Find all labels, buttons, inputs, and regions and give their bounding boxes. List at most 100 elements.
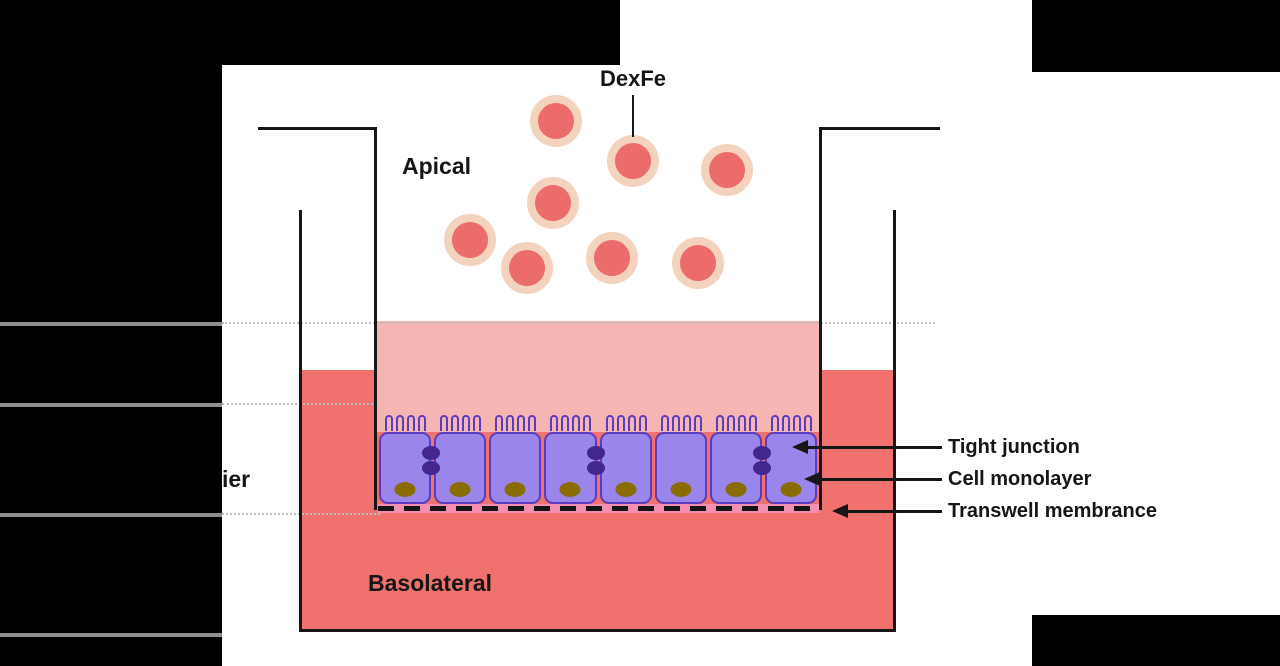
dexfe-nanoparticle [701,144,753,196]
cell-monolayer [378,404,819,504]
cell-body [764,432,817,504]
insert-flange-right [819,127,940,130]
cilium-icon [495,415,504,431]
guide-line-3 [0,513,222,517]
cilium-icon [528,415,537,431]
cilium-icon [792,415,801,431]
cilium-icon [550,415,559,431]
cell-nucleus [615,482,637,497]
cilium-icon [583,415,592,431]
microvilli-icon [433,415,488,432]
cell-body [434,432,487,504]
epithelial-cell [764,404,819,504]
black-region-top-right [1032,0,1280,72]
microvilli-icon [654,415,709,432]
apical-label: Apical [402,153,472,179]
black-region-bottom-right [1032,615,1280,666]
cilium-icon [462,415,471,431]
cell-monolayer-arrow-line [820,478,942,481]
microvilli-icon [709,415,764,432]
cilium-icon [627,415,636,431]
transwell-membrane-label: Transwell membrance [948,500,1157,522]
cilium-icon [748,415,757,431]
apical-medium-fill [377,321,819,432]
cilium-icon [737,415,746,431]
tight-junction-arrow-line [808,446,942,449]
insert-flange-left [258,127,377,130]
cilium-icon [396,415,405,431]
outer-wall-right [893,210,896,632]
tight-junction-arrow-icon [792,440,808,454]
cell-body [599,432,652,504]
dexfe-nanoparticle [586,232,638,284]
cell-nucleus [504,482,526,497]
cilium-icon [781,415,790,431]
tight-junction-icon [752,446,771,460]
transwell-membrane-arrow-line [848,510,942,513]
cilium-icon [616,415,625,431]
tight-junction-label: Tight junction [948,436,1080,458]
cilium-icon [561,415,570,431]
guide-line-2 [0,403,222,407]
tight-junction-icon [421,461,440,475]
cilium-icon [715,415,724,431]
guide-line-1 [0,322,222,326]
cilium-icon [572,415,581,431]
cell-nucleus [559,482,581,497]
epithelial-cell [488,404,543,504]
cell-monolayer-label: Cell monolayer [948,468,1092,490]
cilium-icon [440,415,449,431]
transwell-membrane-arrow-icon [832,504,848,518]
cell-monolayer-arrow-icon [804,472,820,486]
cilium-icon [803,415,812,431]
cell-body [489,432,542,504]
tight-junction-icon [586,461,605,475]
black-region-top-left [0,0,620,65]
microvilli-icon [543,415,598,432]
cilium-icon [506,415,515,431]
insert-wall-right [819,127,822,510]
microvilli-icon [764,415,819,432]
dexfe-pointer-line [632,95,634,137]
guide-line-4 [0,633,222,637]
dexfe-nanoparticle [530,95,582,147]
outer-wall-left [299,210,302,632]
cilium-icon [726,415,735,431]
cilium-icon [770,415,779,431]
cilium-icon [660,415,669,431]
black-region-left [0,65,222,666]
dexfe-nanoparticle [501,242,553,294]
cell-nucleus [449,482,471,497]
cilium-icon [693,415,702,431]
cilium-icon [407,415,416,431]
transwell-membrane-dashes [378,506,819,511]
epithelial-cell [599,404,654,504]
barrier-label-partial: ier [222,466,251,492]
cell-nucleus [394,482,416,497]
cilium-icon [638,415,647,431]
cilium-icon [473,415,482,431]
cilium-icon [605,415,614,431]
epithelial-cell [433,404,488,504]
tight-junction-icon [421,446,440,460]
vessel-bottom [299,629,896,632]
dexfe-nanoparticle [607,135,659,187]
dexfe-nanoparticle [444,214,496,266]
cell-body [654,432,707,504]
microvilli-icon [488,415,543,432]
dexfe-nanoparticle [527,177,579,229]
cilium-icon [385,415,394,431]
dotted-level-line-apical [222,322,935,324]
cell-nucleus [670,482,692,497]
cilium-icon [682,415,691,431]
cilium-icon [671,415,680,431]
dexfe-nanoparticle [672,237,724,289]
microvilli-icon [378,415,433,432]
cell-nucleus [780,482,802,497]
tight-junction-icon [586,446,605,460]
cilium-icon [517,415,526,431]
tight-junction-icon [752,461,771,475]
insert-wall-left [374,127,377,510]
cell-nucleus [725,482,747,497]
